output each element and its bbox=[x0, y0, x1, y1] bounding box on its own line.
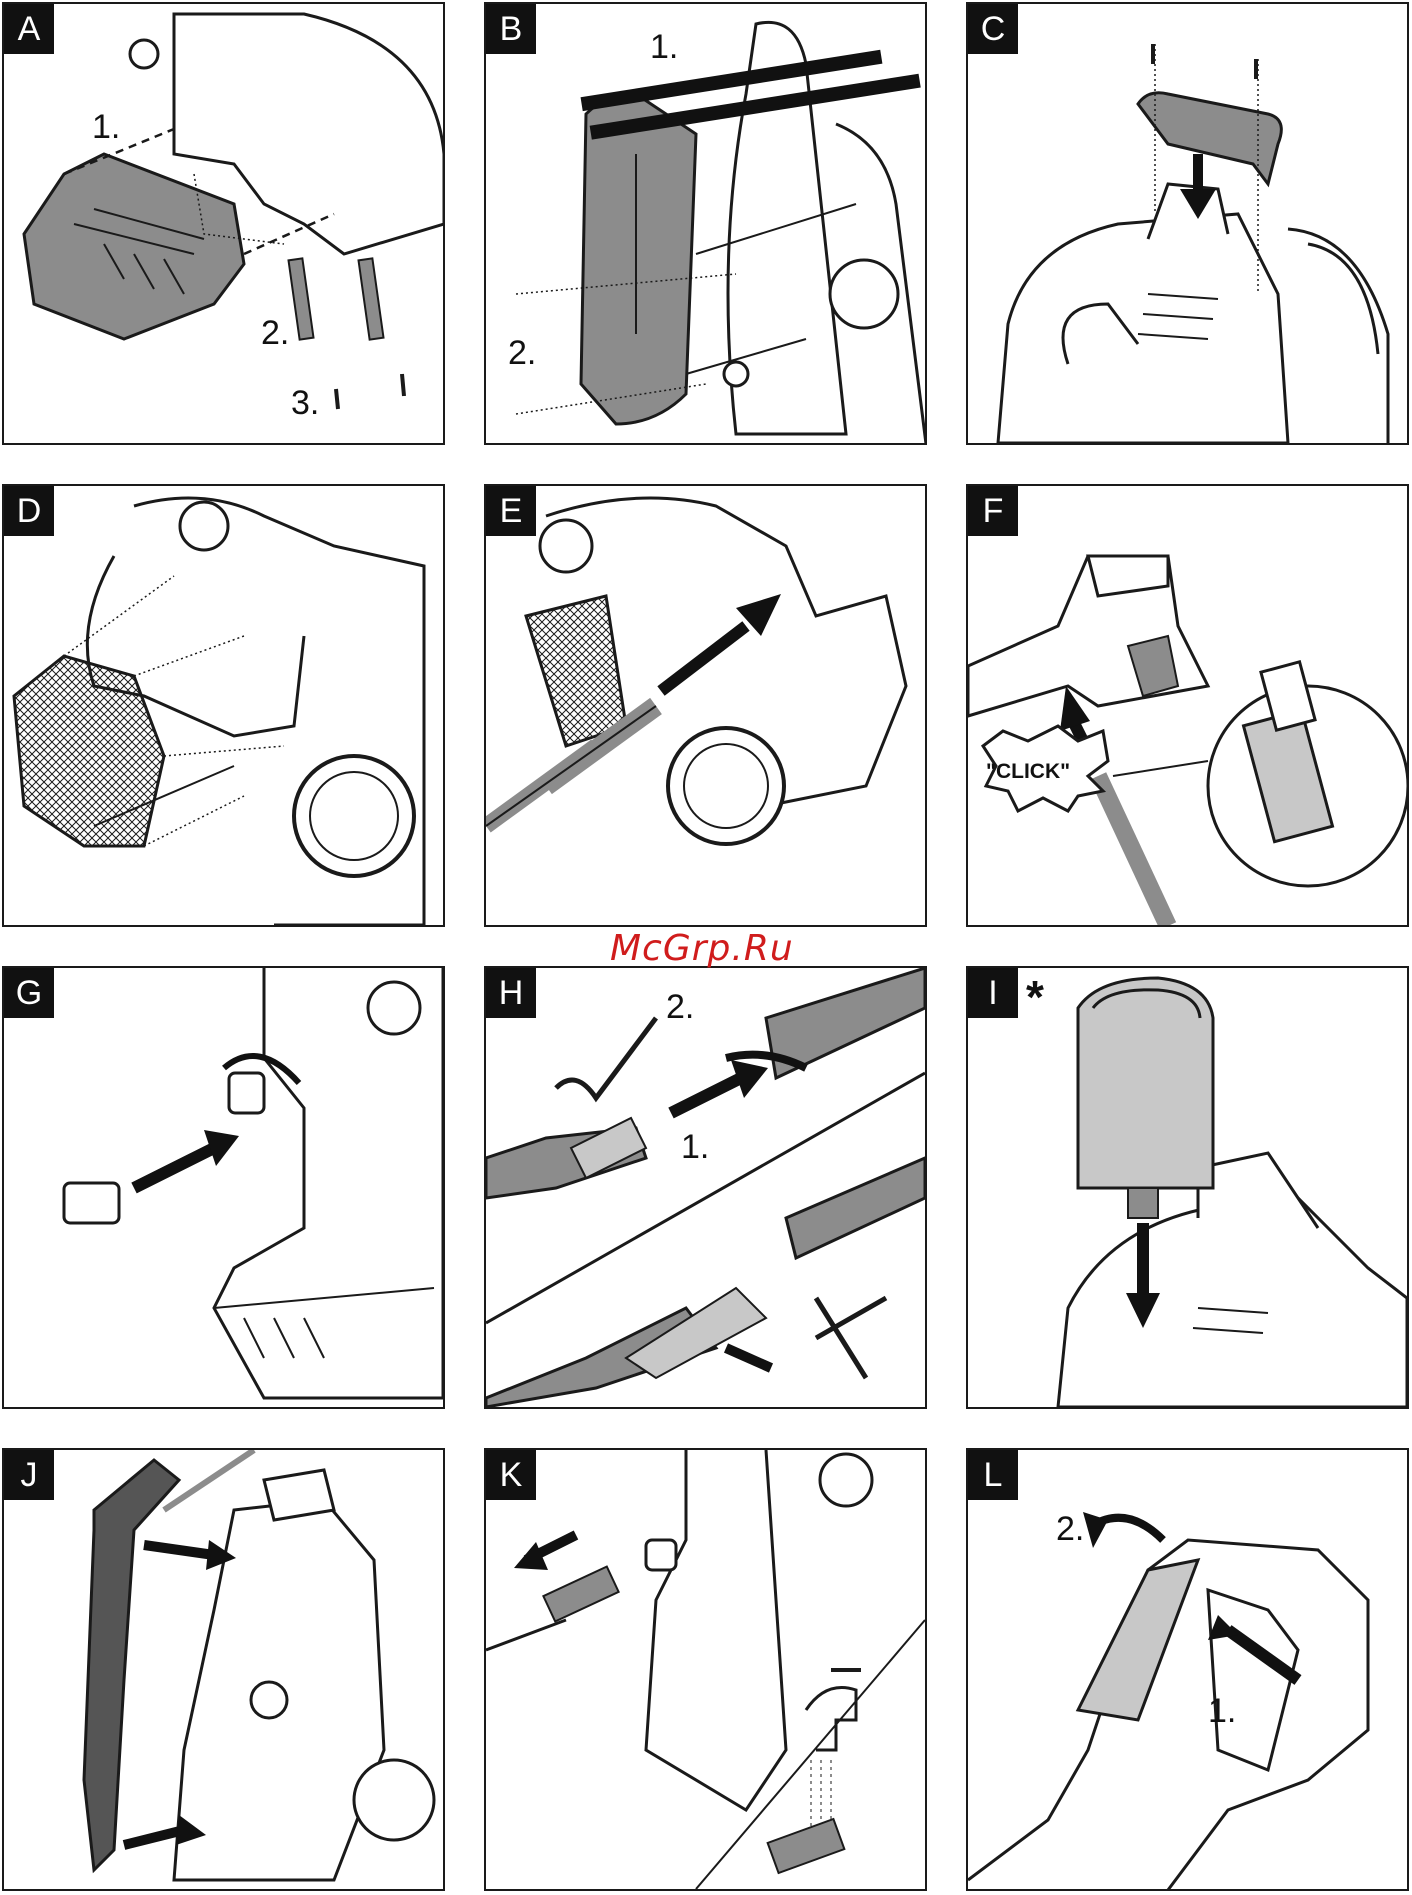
panel-j: J bbox=[2, 1448, 445, 1891]
panel-d: D bbox=[2, 484, 445, 927]
panel-i: I * bbox=[966, 966, 1409, 1409]
panel-letter: J bbox=[4, 1450, 54, 1500]
panel-g: G bbox=[2, 966, 445, 1409]
illustration-handle-mount bbox=[968, 4, 1407, 443]
illustration-side-panel bbox=[486, 4, 925, 443]
illustration-hose-connect bbox=[486, 486, 925, 925]
illustration-storage bbox=[4, 1450, 443, 1889]
panel-a: A 1. 2. 3. bbox=[2, 2, 445, 445]
illustration-detergent-bottle bbox=[968, 968, 1407, 1407]
illustration-lance-connect bbox=[486, 968, 925, 1407]
step-label-2: 2. bbox=[1056, 1510, 1084, 1549]
panel-letter: F bbox=[968, 486, 1018, 536]
click-callout: "CLICK" bbox=[986, 760, 1070, 784]
panel-e: E bbox=[484, 484, 927, 927]
illustration-filter-grid bbox=[4, 486, 443, 925]
illustration-filter-clean bbox=[486, 1450, 925, 1889]
illustration-water-inlet bbox=[4, 968, 443, 1407]
step-label-1: 1. bbox=[1208, 1692, 1236, 1731]
panel-letter: B bbox=[486, 4, 536, 54]
step-label-1: 1. bbox=[650, 28, 678, 67]
panel-letter: I bbox=[968, 968, 1018, 1018]
step-label-1: 1. bbox=[681, 1128, 709, 1167]
panel-f: F "CLICK" bbox=[966, 484, 1409, 927]
illustration-base-cover bbox=[4, 4, 443, 443]
panel-letter: L bbox=[968, 1450, 1018, 1500]
panel-l: L 2. 1. bbox=[966, 1448, 1409, 1891]
illustration-gun-click bbox=[968, 486, 1407, 925]
panel-letter: C bbox=[968, 4, 1018, 54]
panel-b: B 1. 2. bbox=[484, 2, 927, 445]
watermark: McGrp.Ru bbox=[610, 928, 794, 969]
panel-h: H 2. 1. bbox=[484, 966, 927, 1409]
panel-letter: H bbox=[486, 968, 536, 1018]
step-label-2: 2. bbox=[508, 334, 536, 373]
optional-accessory-mark: * bbox=[1026, 970, 1044, 1024]
panel-c: C bbox=[966, 2, 1409, 445]
illustration-trigger-lock bbox=[968, 1450, 1407, 1889]
panel-letter: G bbox=[4, 968, 54, 1018]
step-label-3: 3. bbox=[291, 384, 319, 423]
step-label-1: 1. bbox=[92, 108, 120, 147]
step-label-2: 2. bbox=[666, 988, 694, 1027]
panel-letter: A bbox=[4, 4, 54, 54]
panel-k: K bbox=[484, 1448, 927, 1891]
step-label-2: 2. bbox=[261, 314, 289, 353]
panel-letter: E bbox=[486, 486, 536, 536]
panel-letter: D bbox=[4, 486, 54, 536]
panel-letter: K bbox=[486, 1450, 536, 1500]
